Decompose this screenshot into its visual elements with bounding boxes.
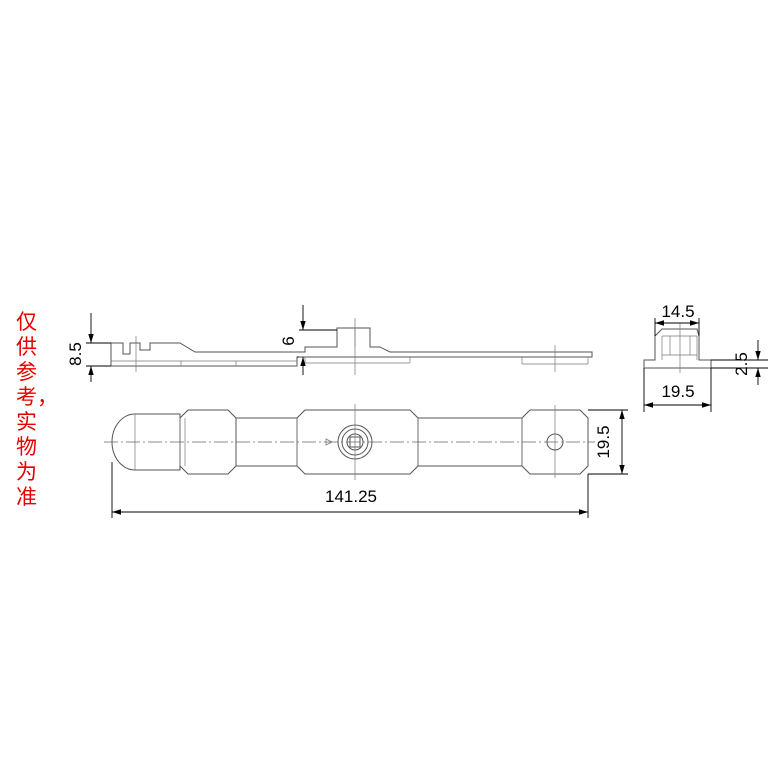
- disclaimer-note: 仅供参考，实物为准: [16, 310, 58, 509]
- dim-length-label: 141.25: [325, 487, 377, 506]
- dim-end-top-width-label: 14.5: [661, 302, 694, 321]
- end-view: 14.5 19.5 2.5: [643, 302, 768, 412]
- dim-width-label: 19.5: [594, 425, 613, 458]
- dim-boss-height-label: 6: [279, 336, 298, 345]
- top-view: 19.5 141.25: [104, 404, 628, 518]
- dim-end-bottom-width-label: 19.5: [661, 382, 694, 401]
- side-view: 8.5 6: [66, 305, 593, 382]
- side-view-profile: [110, 327, 593, 367]
- dim-end-thickness-label: 2.5: [732, 352, 751, 376]
- dim-side-height-label: 8.5: [66, 342, 85, 366]
- end-view-profile: [643, 328, 712, 369]
- top-view-right-block: [521, 409, 589, 475]
- top-view-left-end: [111, 413, 181, 471]
